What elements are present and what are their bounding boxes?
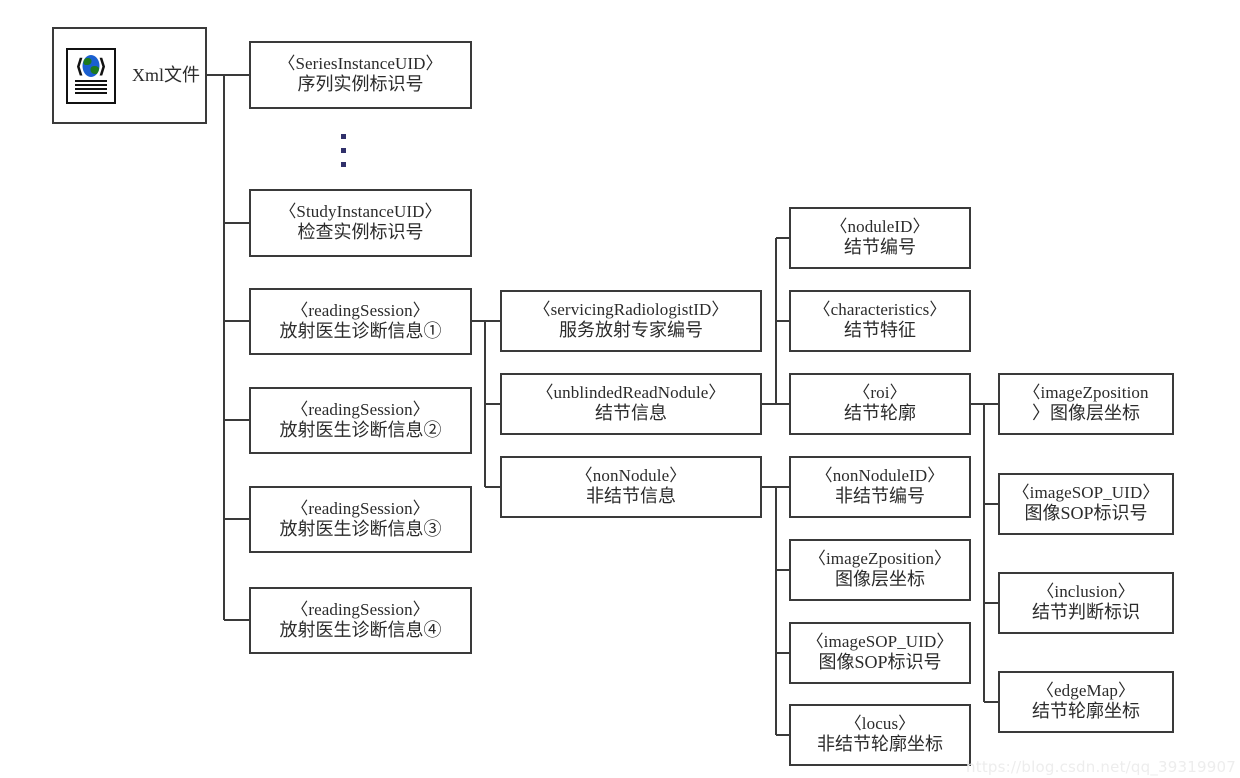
node-tag: 〈unblindedReadNodule〉 (536, 383, 726, 403)
node-label: 放射医生诊断信息④ (279, 619, 442, 640)
node-imagezposition-roi[interactable]: 〈imageZposition 〉图像层坐标 (998, 373, 1174, 435)
node-label: 图像SOP标识号 (818, 652, 942, 673)
node-tag: 〈noduleID〉 (830, 217, 930, 237)
node-tag: 〈imageZposition (1023, 383, 1149, 403)
node-tag: 〈roi〉 (853, 383, 907, 403)
node-label: 放射医生诊断信息③ (279, 518, 442, 539)
node-tag: 〈characteristics〉 (813, 300, 947, 320)
node-characteristics[interactable]: 〈characteristics〉 结节特征 (789, 290, 971, 352)
node-tag: 〈locus〉 (844, 714, 916, 734)
node-inclusion[interactable]: 〈inclusion〉 结节判断标识 (998, 572, 1174, 634)
node-tag: 〈StudyInstanceUID〉 (279, 202, 442, 222)
node-tag: 〈readingSession〉 (291, 399, 430, 419)
node-label: 结节信息 (595, 403, 667, 424)
node-tag: 〈nonNoduleID〉 (815, 466, 945, 486)
node-label: 放射医生诊断信息① (279, 320, 442, 341)
node-roi[interactable]: 〈roi〉 结节轮廓 (789, 373, 971, 435)
node-unblindedreadnodule[interactable]: 〈unblindedReadNodule〉 结节信息 (500, 373, 762, 435)
watermark-url: https://blog.csdn.net/qq_39319907 (966, 758, 1236, 776)
node-readingsession-2[interactable]: 〈readingSession〉 放射医生诊断信息② (249, 387, 472, 454)
node-label: 结节轮廓 (844, 403, 916, 424)
node-tag: 〈readingSession〉 (291, 498, 430, 518)
node-label: 图像SOP标识号 (1024, 503, 1148, 524)
node-servicingradiologistid[interactable]: 〈servicingRadiologistID〉 服务放射专家编号 (500, 290, 762, 352)
node-label: 〉图像层坐标 (1032, 403, 1140, 424)
node-tag: 〈nonNodule〉 (575, 466, 687, 486)
vertical-ellipsis (341, 134, 346, 167)
node-label: 结节编号 (844, 237, 916, 258)
node-imagezposition-nonnodule[interactable]: 〈imageZposition〉 图像层坐标 (789, 539, 971, 601)
node-label: 非结节信息 (586, 486, 676, 507)
node-readingsession-4[interactable]: 〈readingSession〉 放射医生诊断信息④ (249, 587, 472, 654)
node-label: 结节判断标识 (1032, 602, 1140, 623)
node-imagesop-uid-roi[interactable]: 〈imageSOP_UID〉 图像SOP标识号 (998, 473, 1174, 535)
node-tag: 〈edgeMap〉 (1036, 681, 1136, 701)
node-studyinstanceuid[interactable]: 〈StudyInstanceUID〉 检查实例标识号 (249, 189, 472, 257)
node-tag: 〈imageSOP_UID〉 (1012, 483, 1160, 503)
node-noduleid[interactable]: 〈noduleID〉 结节编号 (789, 207, 971, 269)
node-tag: 〈readingSession〉 (291, 300, 430, 320)
node-seriesinstanceuid[interactable]: 〈SeriesInstanceUID〉 序列实例标识号 (249, 41, 472, 109)
node-label: 非结节编号 (835, 486, 925, 507)
node-tag: 〈inclusion〉 (1037, 582, 1135, 602)
node-tag: 〈imageZposition〉 (808, 549, 952, 569)
node-label: 放射医生诊断信息② (279, 419, 442, 440)
node-readingsession-1[interactable]: 〈readingSession〉 放射医生诊断信息① (249, 288, 472, 355)
node-label: 结节轮廓坐标 (1032, 701, 1140, 722)
node-label: 图像层坐标 (835, 569, 925, 590)
node-readingsession-3[interactable]: 〈readingSession〉 放射医生诊断信息③ (249, 486, 472, 553)
root-node-label: Xml文件 (132, 64, 201, 85)
node-label: 序列实例标识号 (297, 74, 424, 95)
node-tag: 〈servicingRadiologistID〉 (533, 300, 729, 320)
node-nonnodule[interactable]: 〈nonNodule〉 非结节信息 (500, 456, 762, 518)
node-nonnoduleid[interactable]: 〈nonNoduleID〉 非结节编号 (789, 456, 971, 518)
root-node-xml-file[interactable]: ⟨ ⟩ Xml文件 (52, 27, 207, 124)
xml-document-icon: ⟨ ⟩ (66, 47, 116, 104)
node-label: 服务放射专家编号 (559, 320, 703, 341)
node-locus[interactable]: 〈locus〉 非结节轮廓坐标 (789, 704, 971, 766)
node-label: 结节特征 (844, 320, 916, 341)
node-tag: 〈SeriesInstanceUID〉 (278, 54, 443, 74)
node-label: 检查实例标识号 (297, 222, 424, 243)
node-tag: 〈readingSession〉 (291, 599, 430, 619)
node-tag: 〈imageSOP_UID〉 (806, 632, 954, 652)
node-edgemap[interactable]: 〈edgeMap〉 结节轮廓坐标 (998, 671, 1174, 733)
node-label: 非结节轮廓坐标 (817, 734, 943, 755)
node-imagesop-uid-nonnodule[interactable]: 〈imageSOP_UID〉 图像SOP标识号 (789, 622, 971, 684)
